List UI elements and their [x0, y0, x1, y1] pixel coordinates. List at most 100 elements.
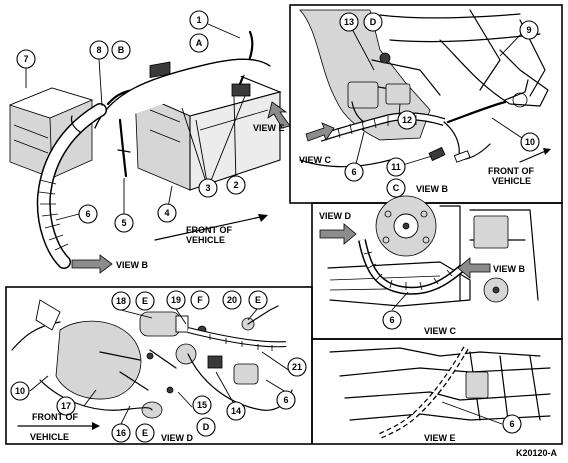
svg-text:20: 20	[227, 295, 237, 305]
svg-text:7: 7	[23, 54, 28, 64]
svg-text:18: 18	[116, 296, 126, 306]
callout-7: 7	[16, 49, 36, 69]
view-e-engine	[329, 347, 551, 421]
front-label-b-2: VEHICLE	[492, 176, 531, 186]
view-c-leaders	[391, 291, 409, 311]
view-b-label-main: VIEW B	[116, 260, 149, 270]
view-d-label-in-c: VIEW D	[319, 211, 352, 221]
view-b-harness	[318, 79, 529, 163]
view-c-label-in-b: VIEW C	[299, 155, 332, 165]
callout-8: 8	[89, 40, 109, 60]
view-d-title: VIEW D	[161, 433, 194, 443]
callout-E-d1: E	[135, 291, 155, 311]
svg-text:A: A	[196, 38, 203, 48]
callout-17: 17	[56, 396, 76, 416]
callout-6-d: 6	[276, 390, 296, 410]
view-c-title: VIEW C	[424, 326, 457, 336]
callout-19: 19	[166, 290, 186, 310]
view-e-label-main: VIEW E	[253, 123, 285, 133]
callout-20: 20	[222, 290, 242, 310]
callout-D-b: D	[363, 12, 383, 32]
view-b-arrow-main	[71, 254, 113, 274]
svg-text:1: 1	[196, 15, 201, 25]
callout-10-d: 10	[10, 381, 30, 401]
svg-text:F: F	[197, 295, 203, 305]
svg-text:D: D	[370, 17, 377, 27]
view-b-arrow-in-c	[457, 257, 491, 279]
view-d-harness	[39, 327, 293, 411]
svg-text:3: 3	[205, 183, 210, 193]
front-arrow-b	[519, 148, 551, 163]
view-e-arrow-main	[267, 101, 291, 129]
svg-text:12: 12	[402, 115, 412, 125]
callout-14: 14	[226, 401, 246, 421]
svg-text:2: 2	[233, 180, 238, 190]
svg-text:21: 21	[292, 362, 302, 372]
callout-4: 4	[157, 203, 177, 223]
front-label-main-1: FRONT OF	[186, 225, 232, 235]
svg-text:C: C	[393, 183, 400, 193]
svg-text:17: 17	[61, 401, 71, 411]
svg-text:11: 11	[391, 162, 401, 172]
svg-text:4: 4	[164, 208, 169, 218]
callout-1: 1	[189, 10, 209, 30]
view-d-arrow-in-c	[319, 223, 357, 245]
svg-text:15: 15	[197, 400, 207, 410]
front-label-main-2: VEHICLE	[186, 235, 225, 245]
front-arrow-main	[154, 214, 268, 241]
svg-text:19: 19	[171, 295, 181, 305]
battery-cables	[94, 30, 271, 178]
main-harness	[36, 103, 107, 269]
callout-B: B	[111, 40, 131, 60]
svg-text:10: 10	[525, 137, 535, 147]
svg-text:6: 6	[351, 167, 356, 177]
callout-16: 16	[111, 423, 131, 443]
view-b-title: VIEW B	[416, 184, 449, 194]
battery	[133, 61, 282, 191]
callout-5: 5	[114, 213, 134, 233]
callout-C: C	[386, 178, 406, 198]
view-c-arrow-in-b	[305, 122, 335, 142]
svg-text:E: E	[142, 296, 148, 306]
front-arrow-d	[17, 422, 100, 430]
front-label-d-1: FRONT OF	[32, 412, 78, 422]
callout-6: 6	[78, 204, 98, 224]
callout-E-d3: E	[135, 423, 155, 443]
svg-text:E: E	[142, 428, 148, 438]
callout-13: 13	[339, 12, 359, 32]
view-e-title: VIEW E	[424, 433, 456, 443]
callout-2: 2	[226, 175, 246, 195]
svg-text:10: 10	[15, 386, 25, 396]
callout-11: 11	[386, 157, 406, 177]
svg-text:D: D	[203, 422, 210, 432]
callout-21: 21	[287, 357, 307, 377]
view-b-engine	[299, 9, 549, 168]
callout-18: 18	[111, 291, 131, 311]
view-e-panel	[311, 338, 563, 445]
front-label-d-2: VEHICLE	[30, 432, 69, 442]
callout-A: A	[189, 33, 209, 53]
svg-text:5: 5	[121, 218, 126, 228]
main-leaders	[25, 23, 246, 223]
battery-tray	[8, 87, 94, 179]
view-c-engine	[327, 195, 539, 307]
callout-E-d2: E	[248, 290, 268, 310]
callout-6-e: 6	[502, 414, 522, 434]
view-c-harness	[358, 239, 465, 295]
view-e-leaders	[441, 401, 503, 425]
callout-9: 9	[519, 20, 539, 40]
svg-text:13: 13	[344, 17, 354, 27]
svg-text:B: B	[118, 45, 125, 55]
svg-text:6: 6	[509, 419, 514, 429]
svg-text:14: 14	[231, 406, 241, 416]
svg-text:16: 16	[116, 428, 126, 438]
view-d-leaders	[29, 307, 291, 425]
callout-D-d: D	[196, 417, 216, 437]
svg-text:6: 6	[85, 209, 90, 219]
callout-3: 3	[198, 178, 218, 198]
svg-text:8: 8	[96, 45, 101, 55]
svg-text:E: E	[255, 295, 261, 305]
callout-10-b: 10	[520, 132, 540, 152]
